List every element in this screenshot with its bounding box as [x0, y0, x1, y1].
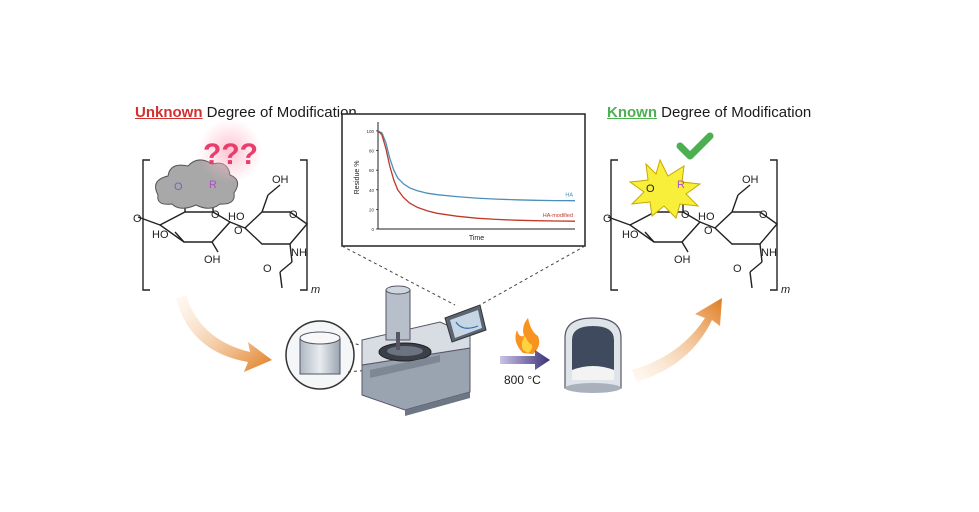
right-atom-labels: O R OH HO HO OH NH O O O O O m — [603, 174, 790, 296]
x-axis-label: Time — [469, 235, 484, 242]
heating-arrow — [500, 350, 550, 370]
left-bracket-open — [142, 159, 150, 291]
zoom-line-crucible-top — [349, 341, 391, 356]
left-r-label: R — [209, 179, 217, 191]
screen-display — [450, 310, 482, 338]
y-tick-label: 60 — [369, 168, 375, 173]
arrow-to-sample — [176, 295, 272, 372]
y-tick-label: 80 — [369, 149, 375, 154]
right-title-rest: Degree of Modification — [657, 104, 812, 121]
left-ho-left: HO — [152, 229, 169, 241]
known-word: Known — [607, 104, 657, 121]
right-title: Known Degree of Modification — [607, 104, 811, 121]
right-o-ring2: O — [759, 209, 768, 221]
right-repeat-m: m — [781, 284, 790, 296]
column-top — [385, 285, 411, 295]
right-ho-left: HO — [622, 229, 639, 241]
crucible-powder — [299, 331, 341, 345]
right-o-terminal: O — [603, 213, 612, 225]
left-title: Unknown Degree of Modification — [135, 104, 357, 121]
right-ring2 — [713, 211, 779, 245]
arrow-to-known — [632, 298, 722, 382]
y-tick-label: 100 — [366, 129, 374, 134]
y-tick-label: 0 — [371, 227, 374, 232]
flame-core — [521, 336, 533, 353]
instrument-foot — [405, 392, 470, 416]
question-glow — [198, 119, 262, 183]
y-tick-label: 40 — [369, 188, 375, 193]
instrument-panel — [370, 355, 440, 378]
left-oh-top: OH — [272, 174, 289, 186]
left-o-terminal: O — [133, 213, 142, 225]
left-title-rest: Degree of Modification — [202, 104, 357, 121]
left-o-ring1: O — [211, 209, 220, 221]
known-starburst — [628, 158, 702, 219]
y-tick-label: 20 — [369, 207, 375, 212]
left-oh-bottom: OH — [204, 254, 221, 266]
right-oh-top: OH — [742, 174, 759, 186]
carousel-inner — [387, 346, 423, 356]
residue-crucible — [564, 317, 622, 393]
residue-crucible-inner — [572, 326, 614, 380]
right-nh: NH — [761, 247, 777, 259]
left-ring2 — [243, 211, 309, 245]
left-o-link: O — [234, 225, 243, 237]
right-o-carbonyl: O — [733, 263, 742, 275]
left-nh: NH — [291, 247, 307, 259]
furnace-rod — [396, 332, 400, 350]
residue-crucible-base — [565, 383, 621, 393]
unknown-word: Unknown — [135, 104, 203, 121]
left-ho-mid: HO — [228, 211, 245, 223]
y-axis-label: Residue % — [354, 161, 361, 195]
left-repeat-m: m — [311, 284, 320, 296]
right-oh-bottom: OH — [674, 254, 691, 266]
series-line-ha-modified — [377, 130, 576, 222]
left-o-carbonyl: O — [263, 263, 272, 275]
temperature-label: 800 °C — [504, 373, 541, 387]
right-ho-mid: HO — [698, 211, 715, 223]
series-line-ha — [377, 130, 576, 202]
left-atom-labels: O R OH HO HO OH NH O O O O O m — [133, 174, 320, 296]
tga-instrument — [361, 285, 487, 416]
series-label-ha-modified: HA-modified — [543, 213, 573, 219]
question-marks: ??? — [203, 138, 258, 171]
left-o-label: O — [174, 181, 183, 193]
screen-curve — [455, 321, 479, 329]
checkmark-icon — [676, 132, 714, 160]
right-o-label: O — [646, 183, 655, 195]
zoom-line-right — [479, 245, 586, 306]
residue-powder — [572, 366, 614, 380]
right-o-link: O — [704, 225, 713, 237]
right-o-ring1: O — [681, 209, 690, 221]
right-r-label: R — [677, 179, 685, 191]
flame-icon — [515, 318, 540, 354]
right-bracket-open — [610, 159, 618, 291]
zoom-line-crucible-bottom — [347, 367, 391, 373]
left-o-ring2: O — [289, 209, 298, 221]
series-label-ha: HA — [565, 193, 573, 199]
